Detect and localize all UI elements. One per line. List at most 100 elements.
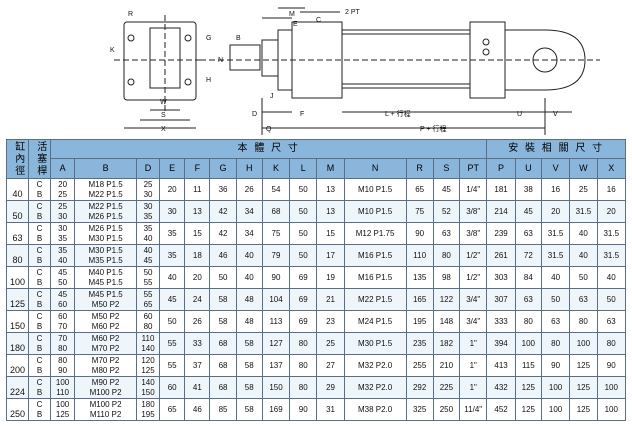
cell-x: 16 xyxy=(596,178,627,201)
cell-h: 40 xyxy=(235,244,263,267)
cell-u: 72 xyxy=(514,244,542,267)
label-l-stroke: L + 行程 xyxy=(385,109,411,118)
cell-p: 432 xyxy=(486,376,516,399)
cell-m: 13 xyxy=(316,200,345,223)
col-header-k: K xyxy=(261,158,291,179)
cell-b-line: M26 P1.5 xyxy=(88,211,123,221)
cell-n: M16 P1.5 xyxy=(343,266,407,289)
col-header-d: D xyxy=(136,158,161,179)
cell-rod-line: C xyxy=(36,333,43,343)
cell-p: 303 xyxy=(486,266,516,289)
cell-bore: 50 xyxy=(5,200,30,223)
col-header-pt: PT xyxy=(459,158,488,179)
cell-k: 90 xyxy=(261,266,291,289)
cell-b-line: M22 P1.5 xyxy=(88,201,123,211)
label-j: J xyxy=(270,93,274,100)
cell-pt: 1" xyxy=(459,332,488,355)
cell-a-line: 100 xyxy=(55,377,70,387)
cell-k: 54 xyxy=(261,178,291,201)
cell-b-line: M90 P2 xyxy=(91,377,120,387)
cell-v: 100 xyxy=(540,376,571,399)
cell-v: 16 xyxy=(540,178,571,201)
cell-e: 45 xyxy=(159,288,186,311)
header-rod: 活塞桿 xyxy=(28,139,52,179)
cell-k: 169 xyxy=(261,398,291,421)
cell-bore: 100 xyxy=(5,266,30,289)
cell-bore: 80 xyxy=(5,244,30,267)
cell-p: 261 xyxy=(486,244,516,267)
col-header-a: A xyxy=(50,158,76,179)
col-header-f: F xyxy=(184,158,211,179)
cell-n: M12 P1.75 xyxy=(343,222,407,245)
cell-a-line: 35 xyxy=(58,245,68,255)
cell-w: 50 xyxy=(569,266,598,289)
cell-x: 20 xyxy=(596,200,627,223)
cell-a-line: 45 xyxy=(58,289,68,299)
cell-n: M38 P2.0 xyxy=(343,398,407,421)
label-m: M xyxy=(289,11,295,18)
cell-m: 27 xyxy=(316,354,345,377)
cell-b-line: M40 P1.5 xyxy=(88,267,123,277)
cell-rod-line: B xyxy=(36,211,43,221)
cell-f: 24 xyxy=(184,288,211,311)
cell-a-line: 30 xyxy=(58,223,68,233)
cell-r: 195 xyxy=(405,310,434,333)
cell-pt: 1/2" xyxy=(459,266,488,289)
cell-pt: 1" xyxy=(459,354,488,377)
cell-s: 80 xyxy=(432,244,461,267)
cell-x: 31.5 xyxy=(596,222,627,245)
cell-p: 413 xyxy=(486,354,516,377)
col-header-x: X xyxy=(596,158,627,179)
end-view-flange xyxy=(123,21,197,101)
cell-e: 60 xyxy=(159,376,186,399)
cell-v: 100 xyxy=(540,398,571,421)
label-p-stroke: P + 行程 xyxy=(420,124,447,133)
cell-d-line: 25 xyxy=(143,179,153,189)
cell-d-line: 35 xyxy=(143,223,153,233)
cell-b-line: M45 P1.5 xyxy=(88,277,123,287)
cell-e: 35 xyxy=(159,244,186,267)
cell-rod-line: C xyxy=(36,355,43,365)
cell-p: 239 xyxy=(486,222,516,245)
cell-x: 40 xyxy=(596,266,627,289)
cell-v: 90 xyxy=(540,354,571,377)
cell-rod-line: C xyxy=(36,223,43,233)
cell-r: 65 xyxy=(405,178,434,201)
cell-rod-line: B xyxy=(36,233,43,243)
cell-e: 35 xyxy=(159,222,186,245)
cell-bore: 150 xyxy=(5,310,30,333)
cell-d-line: 125 xyxy=(141,365,155,375)
cell-a-line: 60 xyxy=(58,311,68,321)
col-header-m: M xyxy=(316,158,345,179)
cell-r: 90 xyxy=(405,222,434,245)
cell-a-line: 100 xyxy=(55,399,70,409)
cell-rod-line: B xyxy=(36,321,43,331)
col-header-e: E xyxy=(159,158,186,179)
cell-x: 50 xyxy=(596,288,627,311)
cell-f: 37 xyxy=(184,354,211,377)
cell-f: 46 xyxy=(184,398,211,421)
cell-w: 31.5 xyxy=(569,200,598,223)
col-header-g: G xyxy=(209,158,237,179)
cell-w: 125 xyxy=(569,376,598,399)
cell-v: 31.5 xyxy=(540,222,571,245)
label-w: W xyxy=(160,99,167,106)
cell-h: 34 xyxy=(235,200,263,223)
cell-d-line: 50 xyxy=(143,267,153,277)
cell-s: 210 xyxy=(432,354,461,377)
cell-a-line: 70 xyxy=(58,333,68,343)
cell-n: M24 P1.5 xyxy=(343,310,407,333)
cell-d-line: 45 xyxy=(143,255,153,265)
cell-rod-line: C xyxy=(36,289,43,299)
